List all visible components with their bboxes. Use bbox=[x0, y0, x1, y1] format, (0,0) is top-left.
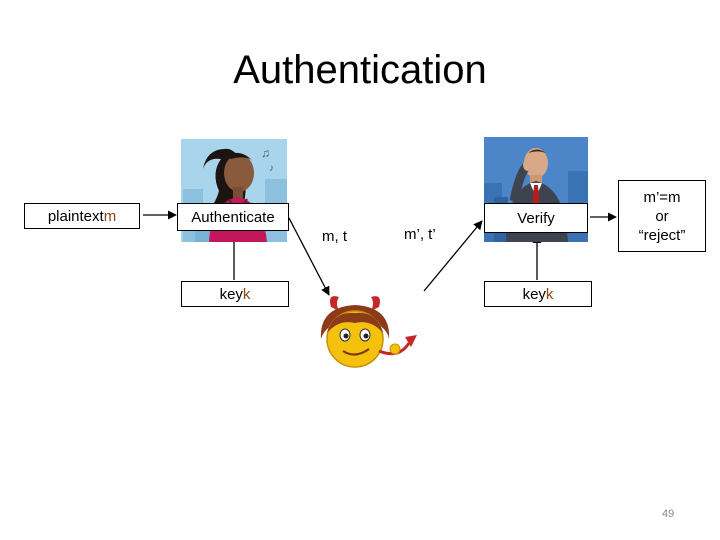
result-line-2: or bbox=[655, 207, 668, 226]
svg-text:♫: ♫ bbox=[261, 146, 270, 160]
authenticate-box: Authenticate bbox=[177, 203, 289, 231]
result-line-3: “reject” bbox=[639, 226, 686, 245]
key-left-label: key bbox=[220, 286, 243, 303]
verify-label: Verify bbox=[517, 210, 555, 227]
svg-text:♪: ♪ bbox=[269, 163, 274, 174]
result-box: m’=m or “reject” bbox=[618, 180, 706, 252]
message-modified-label: m’, t’ bbox=[404, 226, 436, 243]
result-line-1: m’=m bbox=[643, 188, 680, 207]
key-box-right: key k bbox=[484, 281, 592, 307]
authenticate-label: Authenticate bbox=[191, 209, 274, 226]
devil-adversary-illustration-icon bbox=[313, 293, 425, 375]
plaintext-label: plaintext bbox=[48, 208, 104, 225]
key-right-label: key bbox=[523, 286, 546, 303]
slide-title: Authentication bbox=[0, 46, 720, 94]
key-right-var: k bbox=[546, 286, 554, 303]
plaintext-box: plaintext m bbox=[24, 203, 140, 229]
page-number: 49 bbox=[662, 508, 674, 520]
message-sent-label: m, t bbox=[322, 228, 347, 245]
key-left-var: k bbox=[243, 286, 251, 303]
verify-box: Verify bbox=[484, 203, 588, 233]
key-box-left: key k bbox=[181, 281, 289, 307]
plaintext-var: m bbox=[104, 208, 117, 225]
